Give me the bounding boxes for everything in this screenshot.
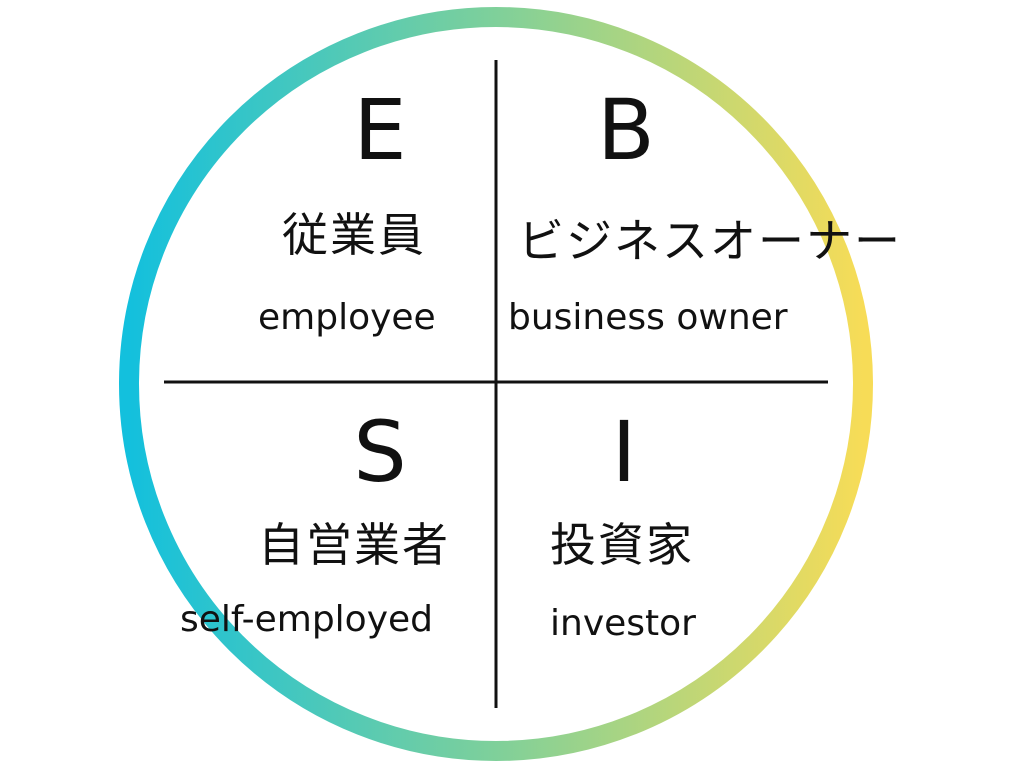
quadrant-b-letter: B bbox=[597, 81, 655, 179]
outer-ring bbox=[119, 7, 873, 761]
quadrant-e-japanese-label: 従業員 bbox=[282, 208, 426, 262]
quadrant-e-letter: E bbox=[353, 81, 407, 179]
quadrant-b-japanese-label: ビジネスオーナー bbox=[518, 214, 902, 268]
quadrant-b-english-label: business owner bbox=[508, 297, 788, 338]
quadrant-e-english-label: employee bbox=[258, 297, 436, 338]
quadrant-i-english-label: investor bbox=[550, 603, 696, 644]
quadrant-s-letter: S bbox=[353, 403, 407, 501]
quadrant-s-japanese-label: 自営業者 bbox=[258, 518, 450, 572]
quadrant-s-english-label: self-employed bbox=[180, 599, 434, 640]
quadrant-i-japanese-label: 投資家 bbox=[550, 518, 694, 572]
quadrant-i-letter: I bbox=[611, 403, 637, 501]
